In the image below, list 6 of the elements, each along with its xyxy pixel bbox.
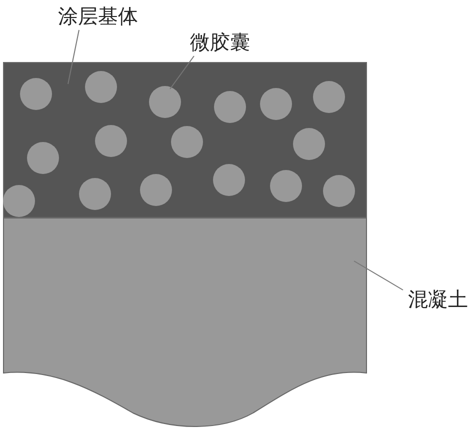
part-label: 混凝土 xyxy=(408,287,468,311)
leader-line xyxy=(354,260,404,290)
leader-line xyxy=(68,30,80,84)
microcapsule xyxy=(149,86,181,118)
part-label: 涂层基体 xyxy=(58,4,138,28)
part-label: 微胶囊 xyxy=(190,30,250,54)
